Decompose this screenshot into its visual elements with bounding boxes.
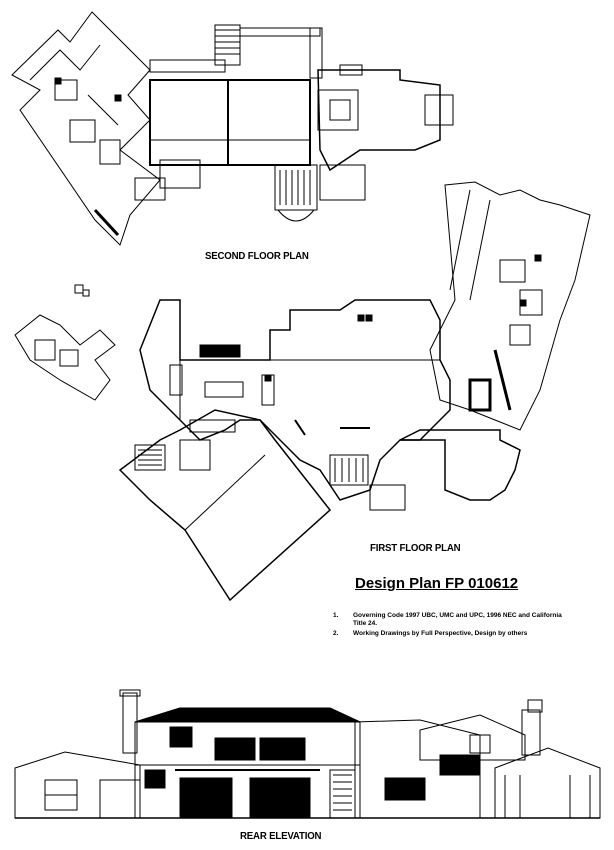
first-floor-plan-drawing	[14, 181, 591, 602]
second-floor-plan-drawing	[11, 11, 454, 246]
design-note-number: 1.	[333, 612, 339, 619]
rear-elevation-label: REAR ELEVATION	[240, 830, 322, 842]
design-note-text: Governing Code 1997 UBC, UMC and UPC, 19…	[353, 612, 562, 627]
first-floor-plan-label: FIRST FLOOR PLAN	[370, 542, 461, 554]
design-notes-list: 1. Governing Code 1997 UBC, UMC and UPC,…	[333, 612, 571, 641]
rear-elevation-drawing	[14, 689, 601, 819]
design-note-item: 1. Governing Code 1997 UBC, UMC and UPC,…	[333, 612, 571, 627]
design-note-text: Working Drawings by Full Perspective, De…	[353, 630, 528, 638]
design-note-item: 2. Working Drawings by Full Perspective,…	[333, 630, 571, 638]
second-floor-plan-label: SECOND FLOOR PLAN	[205, 250, 309, 262]
design-note-number: 2.	[333, 630, 339, 638]
design-plan-title: Design Plan FP 010612	[355, 575, 519, 592]
